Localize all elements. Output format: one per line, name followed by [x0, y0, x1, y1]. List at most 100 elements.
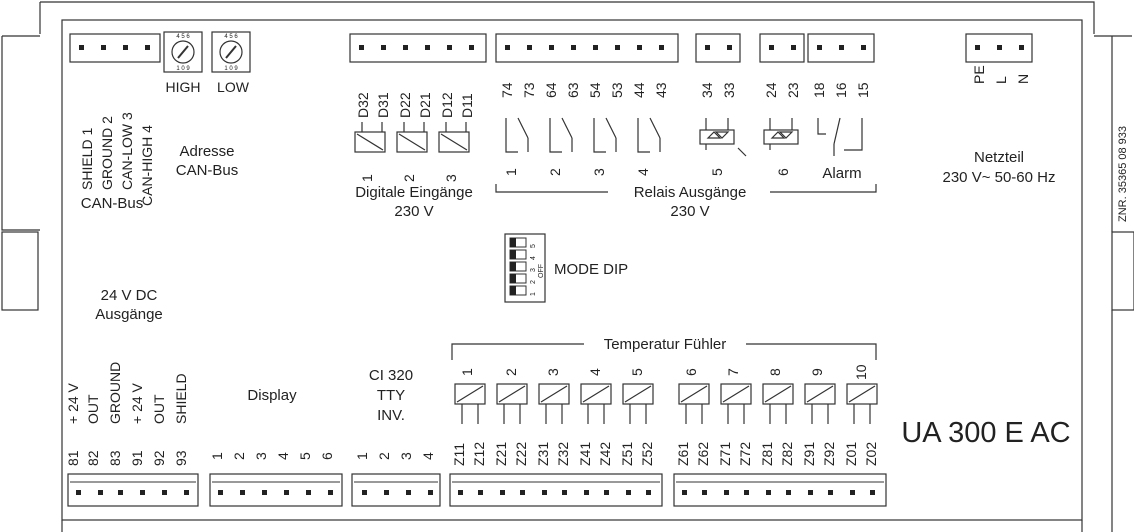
digital-terminal-block: [349, 33, 487, 63]
ci-pin-number: 3: [398, 452, 414, 460]
relay-pin-label: 54: [587, 82, 603, 98]
dc24-terminal-block: [67, 473, 199, 507]
dc24-pin-name: SHIELD: [173, 373, 189, 424]
can-bus-label: CAN-Bus: [81, 195, 144, 212]
power-pin-label: PE: [971, 65, 987, 84]
sensor-pin-label: Z32: [555, 442, 571, 466]
digital-pin-label: D12: [439, 92, 455, 118]
relay-pin-label: 63: [565, 82, 581, 98]
sensor-number: 4: [587, 368, 603, 376]
sensor-number: 1: [459, 368, 475, 376]
sensor-pin-label: Z71: [717, 442, 733, 466]
dc24-pin-number: 83: [107, 450, 123, 466]
svg-text:1 0 9: 1 0 9: [176, 66, 190, 72]
sensor-pin-label: Z62: [695, 442, 711, 466]
ci320-title: CI 320: [369, 367, 413, 384]
relay-pin-label: 43: [653, 82, 669, 98]
ci320-tty: TTY: [377, 387, 405, 404]
temp-group-bracket: [451, 343, 877, 360]
dc24-pin-number: 92: [151, 450, 167, 466]
relay-outputs-title: Relais Ausgänge: [634, 184, 747, 201]
sensor-pin-label: Z31: [535, 442, 551, 466]
sensor-pin-label: Z41: [577, 442, 593, 466]
digital-pin-label: D21: [417, 92, 433, 118]
relay-number: 4: [635, 168, 651, 176]
relay-pin-label: 74: [499, 82, 515, 98]
rotary-switch-high[interactable]: 4 5 6 1 0 9: [163, 31, 203, 73]
power-supply-title: Netzteil: [974, 149, 1024, 166]
digital-input-number: 3: [443, 174, 459, 182]
sensor-pin-label: Z92: [821, 442, 837, 466]
dc24-subtitle: Ausgänge: [95, 306, 163, 323]
ci-pin-number: 1: [354, 452, 370, 460]
right-mount-tab: [1111, 231, 1134, 311]
display-pin-number: 4: [275, 452, 291, 460]
relay-number: 3: [591, 168, 607, 176]
relay-pin-label: 34: [699, 82, 715, 98]
ci-pin-number: 2: [376, 452, 392, 460]
temperature-sensors-title: Temperatur Fühler: [604, 336, 727, 353]
sensor-number: 8: [767, 368, 783, 376]
mode-dip-switch[interactable]: [504, 233, 546, 303]
bottom-terminals: [67, 473, 887, 507]
display-label: Display: [247, 387, 297, 404]
sensor-pin-label: Z61: [675, 442, 691, 466]
sensor-number: 7: [725, 368, 741, 376]
power-pin-label: L: [993, 76, 1009, 84]
can-pin-label: CAN-LOW 3: [119, 112, 135, 190]
display-pin-number: 2: [231, 452, 247, 460]
relay-number: 6: [775, 168, 791, 176]
relay-pin-label: 53: [609, 82, 625, 98]
relay-group-bracket: [495, 184, 877, 193]
sensor-pin-label: Z22: [513, 442, 529, 466]
digital-pin-label: D22: [397, 92, 413, 118]
dc24-pin-number: 93: [173, 450, 189, 466]
dc24-pin-name: OUT: [151, 394, 167, 424]
digital-inputs-title: Digitale Eingänge: [355, 184, 473, 201]
dip-number: 5: [530, 244, 537, 248]
switch-low-label: LOW: [217, 79, 250, 95]
relay-pin-label: 44: [631, 82, 647, 98]
dc24-pin-number: 91: [129, 450, 145, 466]
relay-contact-symbols: [505, 117, 863, 157]
sensor-number: 2: [503, 368, 519, 376]
digital-pin-label: D32: [355, 92, 371, 118]
relay5-terminal-block: [695, 33, 741, 63]
sensor-pin-label: Z42: [597, 442, 613, 466]
rotary-switch-low[interactable]: 4 5 6 1 0 9: [211, 31, 251, 73]
dip-number: 2: [530, 280, 537, 284]
bottom-terminal-dots: [76, 490, 875, 495]
sensor-number: 6: [683, 368, 699, 376]
digital-input-symbols: [354, 122, 470, 153]
relay-number: 2: [547, 168, 563, 176]
relay-pin-label: 23: [785, 82, 801, 98]
top-terminal-dots: [79, 45, 1024, 50]
digital-pin-label: D31: [375, 92, 391, 118]
model-name: UA 300 E AC: [901, 417, 1070, 449]
sensor-pin-label: Z01: [843, 442, 859, 466]
ci320-inv: INV.: [377, 407, 405, 424]
display-pin-number: 1: [209, 452, 225, 460]
dip-number: 1: [530, 292, 537, 296]
display-pin-number: 5: [297, 452, 313, 460]
relay-pin-label: 33: [721, 82, 737, 98]
can-pin-label: SHIELD 1: [79, 128, 95, 190]
power-supply-voltage: 230 V~ 50-60 Hz: [943, 169, 1056, 186]
digital-inputs-voltage: 230 V: [394, 203, 433, 220]
sensor-pin-label: Z81: [759, 442, 775, 466]
sensor-pin-label: Z52: [639, 442, 655, 466]
dc24-pin-number: 81: [65, 450, 81, 466]
sensor-symbols: [454, 383, 878, 424]
ci-pin-number: 4: [420, 452, 436, 460]
relay-pin-label: 15: [855, 82, 871, 98]
relay-number: 1: [503, 168, 519, 176]
sensor-pin-label: Z91: [801, 442, 817, 466]
dc24-title: 24 V DC: [101, 287, 158, 304]
alarm-label: Alarm: [822, 165, 861, 182]
can-pin-label: GROUND 2: [99, 116, 115, 190]
can-pin-label: CAN-HIGH 4: [139, 125, 155, 206]
svg-text:1 0 9: 1 0 9: [224, 66, 238, 72]
sensor-pin-label: Z51: [619, 442, 635, 466]
display-pin-number: 3: [253, 452, 269, 460]
sensor-number: 3: [545, 368, 561, 376]
